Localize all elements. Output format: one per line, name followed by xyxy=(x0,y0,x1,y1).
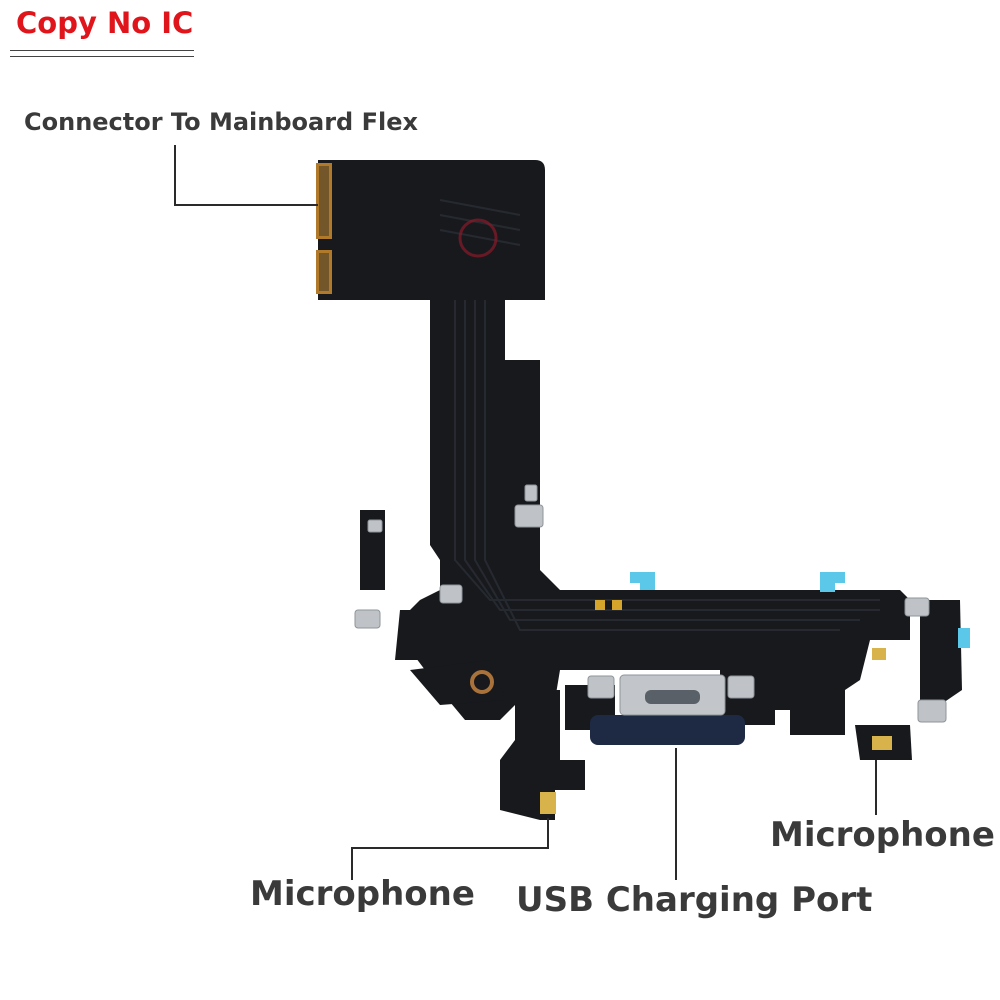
usb-c-port xyxy=(590,674,745,745)
copper-ring xyxy=(470,670,494,694)
contact-pad xyxy=(595,600,605,610)
label-connector-to-mainboard: Connector To Mainboard Flex xyxy=(24,108,418,136)
microphone-component xyxy=(540,792,556,814)
label-microphone-right: Microphone xyxy=(770,815,995,855)
callout-line-mic-left xyxy=(351,818,549,880)
callout-line-connector xyxy=(174,145,318,206)
label-microphone-left: Microphone xyxy=(250,874,475,914)
metal-bracket xyxy=(367,519,383,533)
adhesive-tape xyxy=(958,628,970,648)
watermark-logo xyxy=(458,218,498,258)
metal-bracket xyxy=(727,675,755,699)
metal-bracket xyxy=(354,609,381,629)
metal-bracket xyxy=(587,675,615,699)
board-connector-top xyxy=(316,163,332,239)
microphone-component xyxy=(872,736,892,750)
metal-bracket xyxy=(917,699,947,723)
adhesive-tape xyxy=(630,572,655,590)
metal-bracket xyxy=(439,584,463,604)
microphone-component xyxy=(872,648,886,660)
board-connector-bottom xyxy=(316,250,332,294)
metal-bracket xyxy=(514,504,544,528)
contact-pad xyxy=(612,600,622,610)
adhesive-tape xyxy=(820,572,845,592)
metal-bracket xyxy=(524,484,538,502)
flex-traces xyxy=(439,199,880,631)
copy-no-ic-tag: Copy No IC xyxy=(16,6,194,40)
tag-underline-2 xyxy=(10,56,194,57)
tag-underline xyxy=(10,50,194,51)
label-usb-charging-port: USB Charging Port xyxy=(516,880,873,920)
metal-bracket xyxy=(904,597,930,617)
